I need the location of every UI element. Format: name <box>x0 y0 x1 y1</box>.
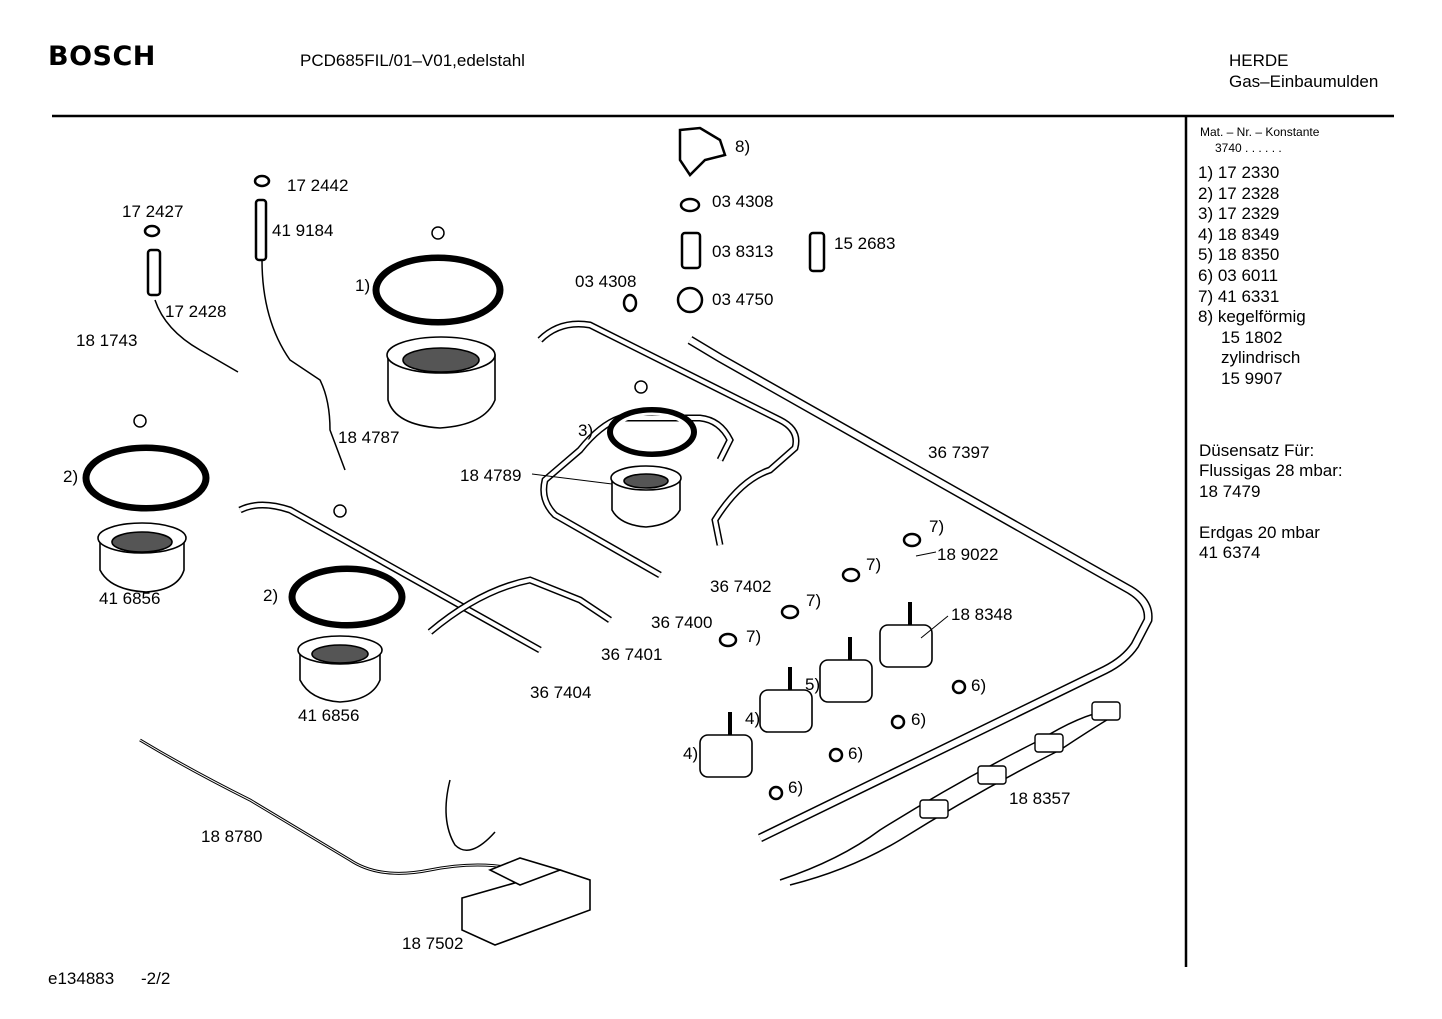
part-367400-label: 36 7400 <box>651 613 713 632</box>
nozzle-ng-number: 41 6374 <box>1199 543 1261 562</box>
ref-6c-label: 6) <box>848 744 864 763</box>
part-367397-label: 36 7397 <box>928 443 990 462</box>
parts-list-item: 3) 17 2329 <box>1198 204 1280 224</box>
part-188780-label: 18 8780 <box>201 827 263 846</box>
nozzle-ng: Erdgas 20 mbar <box>1199 523 1320 542</box>
gas-valves <box>699 602 933 778</box>
doc-id: e134883 <box>48 969 115 988</box>
part-181743-label: 18 1743 <box>76 331 138 350</box>
ignition-module <box>461 857 591 946</box>
parts-list-item: 8) kegelförmig <box>1198 307 1306 327</box>
part-367402-label: 36 7402 <box>710 577 772 596</box>
ref-5-label: 5) <box>805 675 821 694</box>
parts-list-item: zylindrisch <box>1221 348 1301 368</box>
ref-4a-label: 4) <box>745 709 761 728</box>
parts-list-item: 15 1802 <box>1221 327 1283 347</box>
screws <box>133 226 648 518</box>
ref-2a-label: 2) <box>63 467 79 486</box>
part-152683-label: 15 2683 <box>834 234 896 253</box>
burner-cups <box>97 336 682 703</box>
part-034308a-label: 03 4308 <box>712 192 774 211</box>
part-038313-label: 03 8313 <box>712 242 774 261</box>
main-pipe-inner <box>688 337 1152 841</box>
ref-6b-label: 6) <box>911 710 927 729</box>
parts-list-item: 7) 41 6331 <box>1198 286 1280 306</box>
ref-2b-label: 2) <box>263 586 279 605</box>
ref-8-label: 8) <box>735 137 751 156</box>
parts-list-item: 6) 03 6011 <box>1198 265 1279 285</box>
ref-1-label: 1) <box>355 276 371 295</box>
small-parts <box>143 126 967 801</box>
pipes <box>238 320 1153 843</box>
burner-gaskets <box>82 254 697 629</box>
part-188348-label: 18 8348 <box>951 605 1013 624</box>
pipe-367404-inner <box>239 503 541 652</box>
ref-6d-label: 6) <box>788 778 804 797</box>
ref-3-label: 3) <box>578 421 594 440</box>
part-184787-label: 18 4787 <box>338 428 400 447</box>
nozzle-lpg: Flussigas 28 mbar: <box>1199 461 1343 480</box>
part-419184-label: 41 9184 <box>272 221 334 240</box>
ref-7c-label: 7) <box>806 591 822 610</box>
subcategory-label: Gas–Einbaumulden <box>1229 72 1379 91</box>
part-172428-label: 17 2428 <box>165 302 227 321</box>
part-416856b-label: 41 6856 <box>298 706 360 725</box>
part-367401-label: 36 7401 <box>601 645 663 664</box>
thermocouple-wires <box>139 259 1116 886</box>
ref-7b-label: 7) <box>866 555 882 574</box>
parts-list: 1) 17 2330 2) 17 2328 3) 17 2329 4) 18 8… <box>1198 163 1306 390</box>
parts-list-item: 15 9907 <box>1221 368 1283 388</box>
part-172427-label: 17 2427 <box>122 202 184 221</box>
nozzle-title: Düsensatz Für: <box>1199 441 1315 460</box>
brand-logo: BOSCH <box>48 41 156 72</box>
pipe-367402-inner <box>538 322 798 546</box>
part-187502-label: 18 7502 <box>402 934 464 953</box>
part-188357-label: 18 8357 <box>1009 789 1071 808</box>
parts-list-item: 2) 17 2328 <box>1198 183 1280 203</box>
part-189022-label: 18 9022 <box>937 545 999 564</box>
page-number: -2/2 <box>141 969 171 988</box>
igniter-clips <box>919 701 1121 819</box>
parts-list-item: 1) 17 2330 <box>1198 163 1280 182</box>
category-label: HERDE <box>1229 51 1289 70</box>
ref-4b-label: 4) <box>683 744 699 763</box>
parts-list-item: 5) 18 8350 <box>1198 245 1280 265</box>
pipe-367401-inner <box>428 577 612 634</box>
part-416856a-label: 41 6856 <box>99 589 161 608</box>
part-367404-label: 36 7404 <box>530 683 592 702</box>
pipe-367400-inner <box>541 416 733 577</box>
parts-list-item: 4) 18 8349 <box>1198 224 1280 244</box>
ref-7d-label: 7) <box>746 627 762 646</box>
part-172442-label: 17 2442 <box>287 176 349 195</box>
nozzle-lpg-number: 18 7479 <box>1199 482 1261 501</box>
mat-nr-value: 3740 . . . . . . <box>1215 141 1282 155</box>
part-034308b-label: 03 4308 <box>575 272 637 291</box>
ref-6a-label: 6) <box>971 676 987 695</box>
mat-nr-title: Mat. – Nr. – Konstante <box>1200 125 1320 139</box>
leader-lines <box>531 473 949 639</box>
ref-7a-label: 7) <box>929 517 945 536</box>
part-034750-label: 03 4750 <box>712 290 774 309</box>
part-184789-label: 18 4789 <box>460 466 522 485</box>
model-title: PCD685FIL/01–V01,edelstahl <box>300 51 525 70</box>
